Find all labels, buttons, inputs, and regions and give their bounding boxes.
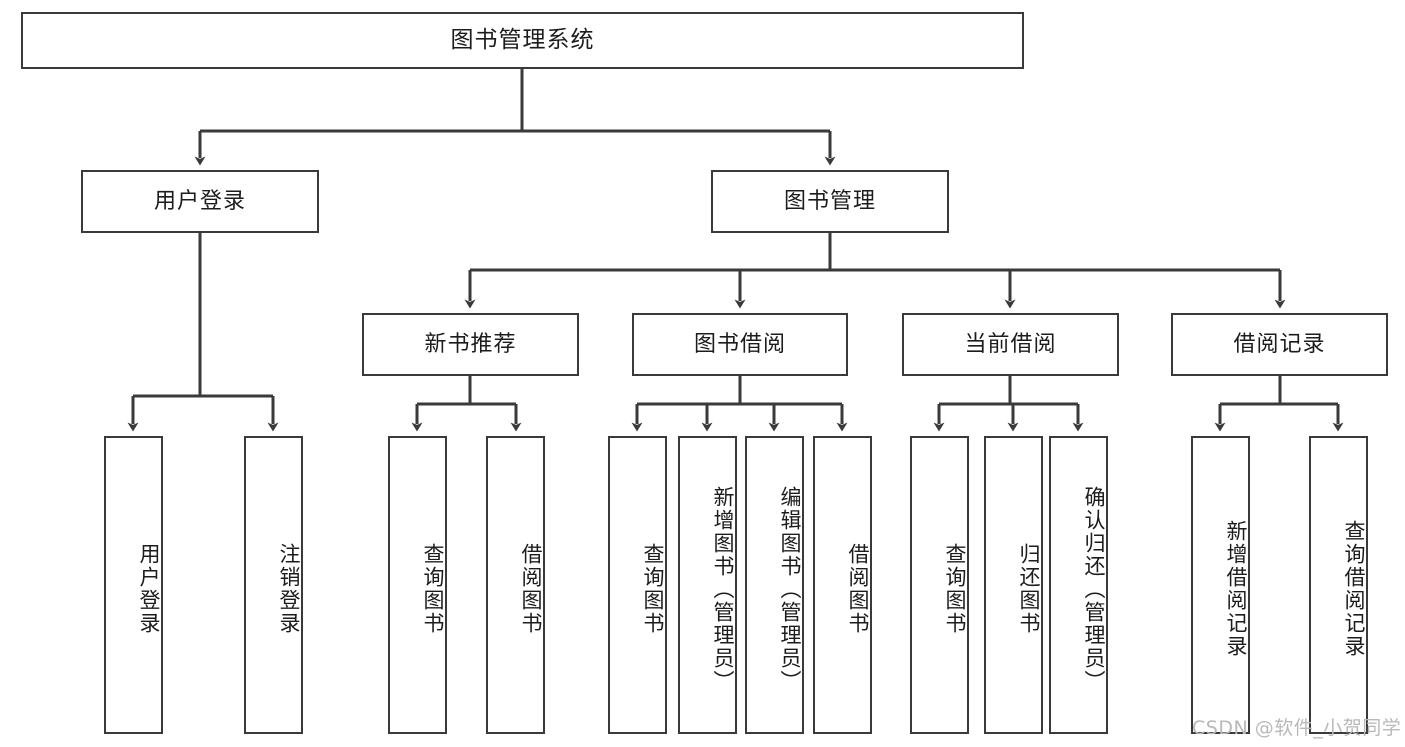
leaf-query-borrow-record[interactable]: 查询借阅记录 — [1309, 436, 1368, 734]
node-book-management[interactable]: 图书管理 — [711, 170, 949, 233]
node-label: 新增借阅记录 — [1224, 520, 1248, 658]
leaf-query-book-2[interactable]: 查询图书 — [608, 436, 667, 734]
leaf-borrow-book-1[interactable]: 借阅图书 — [486, 436, 545, 734]
node-label: 借阅图书 — [846, 543, 870, 635]
node-current-borrowing[interactable]: 当前借阅 — [902, 313, 1119, 376]
node-label: 借阅图书 — [519, 543, 543, 635]
node-label: 图书管理 — [783, 188, 876, 214]
node-borrowing-record[interactable]: 借阅记录 — [1171, 313, 1388, 376]
node-label: 当前借阅 — [964, 331, 1057, 357]
leaf-query-book-3[interactable]: 查询图书 — [910, 436, 969, 734]
node-label: 用户登录 — [153, 188, 246, 214]
node-label: 确认归还（管理员） — [1082, 485, 1106, 693]
leaf-add-borrow-record[interactable]: 新增借阅记录 — [1191, 436, 1250, 734]
watermark: CSDN @软件_小贺同学 — [1192, 717, 1402, 739]
node-new-book-recommendation[interactable]: 新书推荐 — [362, 313, 579, 376]
leaf-confirm-return-admin[interactable]: 确认归还（管理员） — [1049, 436, 1108, 734]
node-label: 新书推荐 — [424, 331, 517, 357]
leaf-add-book-admin[interactable]: 新增图书（管理员） — [678, 436, 737, 734]
node-label: 查询图书 — [421, 543, 445, 635]
node-user-login[interactable]: 用户登录 — [81, 170, 319, 233]
leaf-query-book-1[interactable]: 查询图书 — [388, 436, 447, 734]
node-label: 新增图书（管理员） — [711, 485, 735, 693]
leaf-return-book[interactable]: 归还图书 — [984, 436, 1043, 734]
node-label: 借阅记录 — [1233, 331, 1326, 357]
leaf-edit-book-admin[interactable]: 编辑图书（管理员） — [745, 436, 804, 734]
node-label: 查询图书 — [943, 543, 967, 635]
node-book-borrowing[interactable]: 图书借阅 — [632, 313, 848, 376]
node-label: 查询借阅记录 — [1342, 520, 1366, 658]
node-label: 图书借阅 — [693, 331, 786, 357]
leaf-user-login[interactable]: 用户登录 — [104, 436, 163, 734]
node-label: 归还图书 — [1017, 543, 1041, 635]
node-label: 用户登录 — [137, 543, 161, 635]
node-label: 编辑图书（管理员） — [778, 485, 802, 693]
node-root-book-management-system[interactable]: 图书管理系统 — [21, 12, 1024, 69]
leaf-logout-login[interactable]: 注销登录 — [244, 436, 303, 734]
node-label: 注销登录 — [277, 543, 301, 635]
node-label: 查询图书 — [641, 543, 665, 635]
leaf-borrow-book-2[interactable]: 借阅图书 — [813, 436, 872, 734]
node-label: 图书管理系统 — [450, 27, 595, 54]
